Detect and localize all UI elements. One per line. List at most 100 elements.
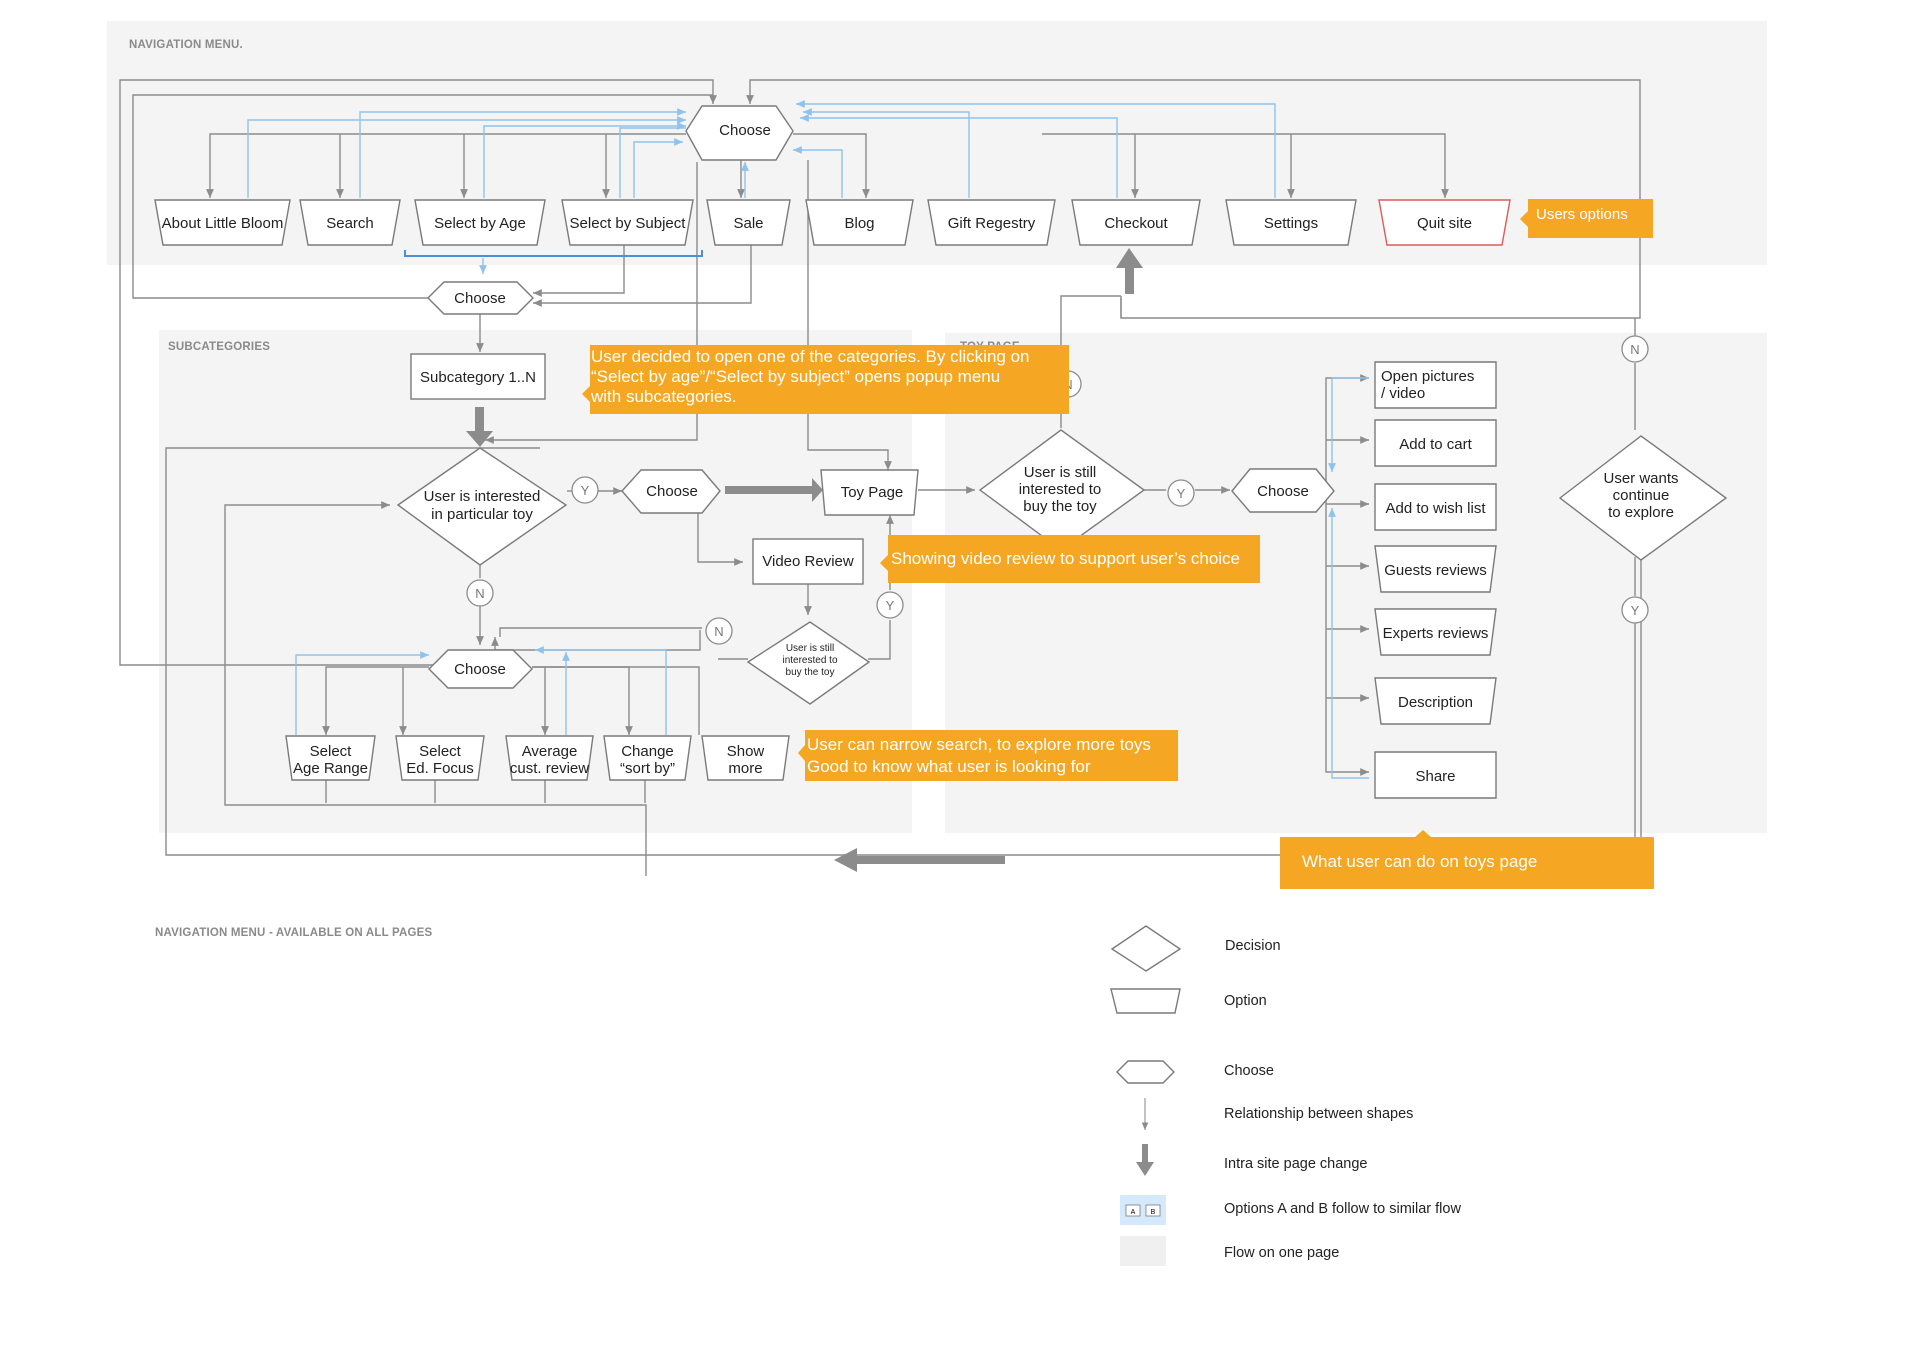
toy-option-experts-reviews[interactable]: Experts reviews [1374, 608, 1497, 656]
no-marker: N [466, 579, 494, 607]
svg-text:User decided to open one of th: User decided to open one of the categori… [591, 347, 1030, 366]
subcategory-box[interactable] [410, 353, 546, 400]
nav-option-about-little-bloom[interactable]: About Little Bloom [154, 199, 291, 246]
toy-option-guests-reviews[interactable]: Guests reviews [1374, 545, 1497, 593]
yes-marker: Y [876, 591, 904, 619]
toy-option-share[interactable]: Share [1374, 751, 1497, 799]
yes-marker: Y [571, 476, 599, 504]
toy-option-label: Open pictures [1381, 368, 1474, 385]
svg-text:Good to know what user is look: Good to know what user is looking for [807, 757, 1091, 776]
nav-option-quit-site[interactable]: Quit site [1378, 199, 1511, 246]
legend: Decision Option Choose Relationship betw… [1110, 925, 1461, 1266]
toy-option-open-pictures-video[interactable]: Open pictures/ video [1374, 361, 1497, 409]
filter-option-label: Age Range [293, 760, 368, 777]
legend-ab-label-b: B [1151, 1209, 1156, 1216]
small-decision-line-3: buy the toy [786, 667, 835, 678]
explore-line-3: to explore [1608, 504, 1674, 521]
svg-text:Y: Y [886, 598, 895, 613]
nav-option-label: Sale [733, 215, 763, 232]
decision-still-interested-small[interactable] [746, 621, 871, 705]
toy-option-label: Description [1398, 694, 1473, 711]
choose-label-subcategory: Choose [454, 290, 506, 307]
note-video: Showing video review to support user’s c… [880, 535, 1260, 583]
video-review-label: Video Review [762, 553, 854, 570]
decision-interested-line-1: User is interested [424, 488, 541, 505]
gray-connectors [119, 79, 1642, 876]
filter-option-label: “sort by” [620, 760, 675, 777]
svg-text:User can narrow search, to exp: User can narrow search, to explore more … [807, 735, 1151, 754]
nav-option-label: Select by Age [434, 215, 526, 232]
filter-option-label: cust. review [510, 760, 589, 777]
toy-option-description[interactable]: Description [1374, 677, 1497, 725]
nav-option-checkout[interactable]: Checkout [1071, 199, 1201, 246]
legend-ab: Options A and B follow to similar flow [1224, 1201, 1461, 1217]
note-toys-page: What user can do on toys page [1280, 830, 1654, 889]
choose-hexagon-subcategory[interactable] [427, 281, 534, 315]
blue-connectors [247, 100, 1369, 779]
choose-label-main: Choose [719, 122, 771, 139]
toy-page-box[interactable] [820, 469, 919, 516]
nav-option-label: Checkout [1104, 215, 1168, 232]
small-decision-line-2: interested to [782, 655, 837, 666]
choose-hexagon-toy[interactable] [621, 469, 721, 514]
nav-option-sale[interactable]: Sale [706, 199, 791, 246]
still-line-3: buy the toy [1023, 498, 1097, 515]
explore-line-2: continue [1613, 487, 1670, 504]
legend-intra-icon [1142, 1144, 1148, 1164]
nav-option-select-by-age[interactable]: Select by Age [414, 199, 546, 246]
explore-line-1: User wants [1603, 470, 1678, 487]
legend-decision-icon [1110, 925, 1182, 972]
subcategory-label: Subcategory 1..N [420, 369, 536, 386]
decision-interested-in-toy[interactable] [396, 447, 568, 566]
filter-option-label: Change [621, 743, 674, 760]
nav-option-select-by-subject[interactable]: Select by Subject [561, 199, 694, 246]
svg-text:Y: Y [1631, 603, 1640, 618]
nav-option-gift-regestry[interactable]: Gift Regestry [927, 199, 1056, 246]
nav-option-blog[interactable]: Blog [805, 199, 914, 246]
legend-intra: Intra site page change [1224, 1156, 1368, 1172]
choose-hexagon-options[interactable] [1231, 468, 1335, 513]
svg-text:Y: Y [581, 483, 590, 498]
ab-bracket [404, 250, 703, 257]
note-narrow: User can narrow search, to explore more … [798, 730, 1178, 781]
section-title-navigation: NAVIGATION MENU. [129, 39, 243, 51]
legend-ab-label-a: A [1131, 1209, 1136, 1216]
still-line-2: interested to [1019, 481, 1102, 498]
filter-option-label: Show [727, 743, 765, 760]
nav-option-label: Search [326, 215, 374, 232]
legend-relationship: Relationship between shapes [1224, 1106, 1413, 1122]
toy-option-add-to-cart[interactable]: Add to cart [1374, 419, 1497, 467]
legend-flow: Flow on one page [1224, 1245, 1339, 1261]
filter-option-change-sort-by[interactable]: Change“sort by” [603, 735, 692, 781]
no-marker: N [1621, 335, 1649, 363]
filter-option-label: more [728, 760, 762, 777]
nav-option-search[interactable]: Search [299, 199, 401, 246]
nav-option-label: Settings [1264, 215, 1318, 232]
nav-option-label: Blog [844, 215, 874, 232]
nav-option-label: Gift Regestry [948, 215, 1036, 232]
filter-option-label: Average [522, 743, 578, 760]
decision-continue-explore[interactable] [1558, 435, 1728, 561]
choose-hexagon-main[interactable] [685, 105, 794, 161]
choose-label-options: Choose [1257, 483, 1309, 500]
filter-option-label: Ed. Focus [406, 760, 474, 777]
toy-option-label: Experts reviews [1383, 625, 1489, 642]
choose-hexagon-filters[interactable] [428, 649, 533, 689]
nav-option-label: Quit site [1417, 215, 1472, 232]
svg-text:“Select by age”/“Select by sub: “Select by age”/“Select by subject” open… [591, 367, 1000, 386]
nav-option-settings[interactable]: Settings [1225, 199, 1357, 246]
video-review-box[interactable] [752, 538, 864, 585]
legend-option-icon [1110, 988, 1181, 1014]
no-marker: N [705, 617, 733, 645]
legend-choose-icon [1116, 1060, 1175, 1084]
decision-still-interested[interactable] [978, 429, 1146, 551]
svg-text:Showing video review to suppor: Showing video review to support user’s c… [891, 549, 1240, 568]
toy-option-add-to-wish-list[interactable]: Add to wish list [1374, 483, 1497, 531]
